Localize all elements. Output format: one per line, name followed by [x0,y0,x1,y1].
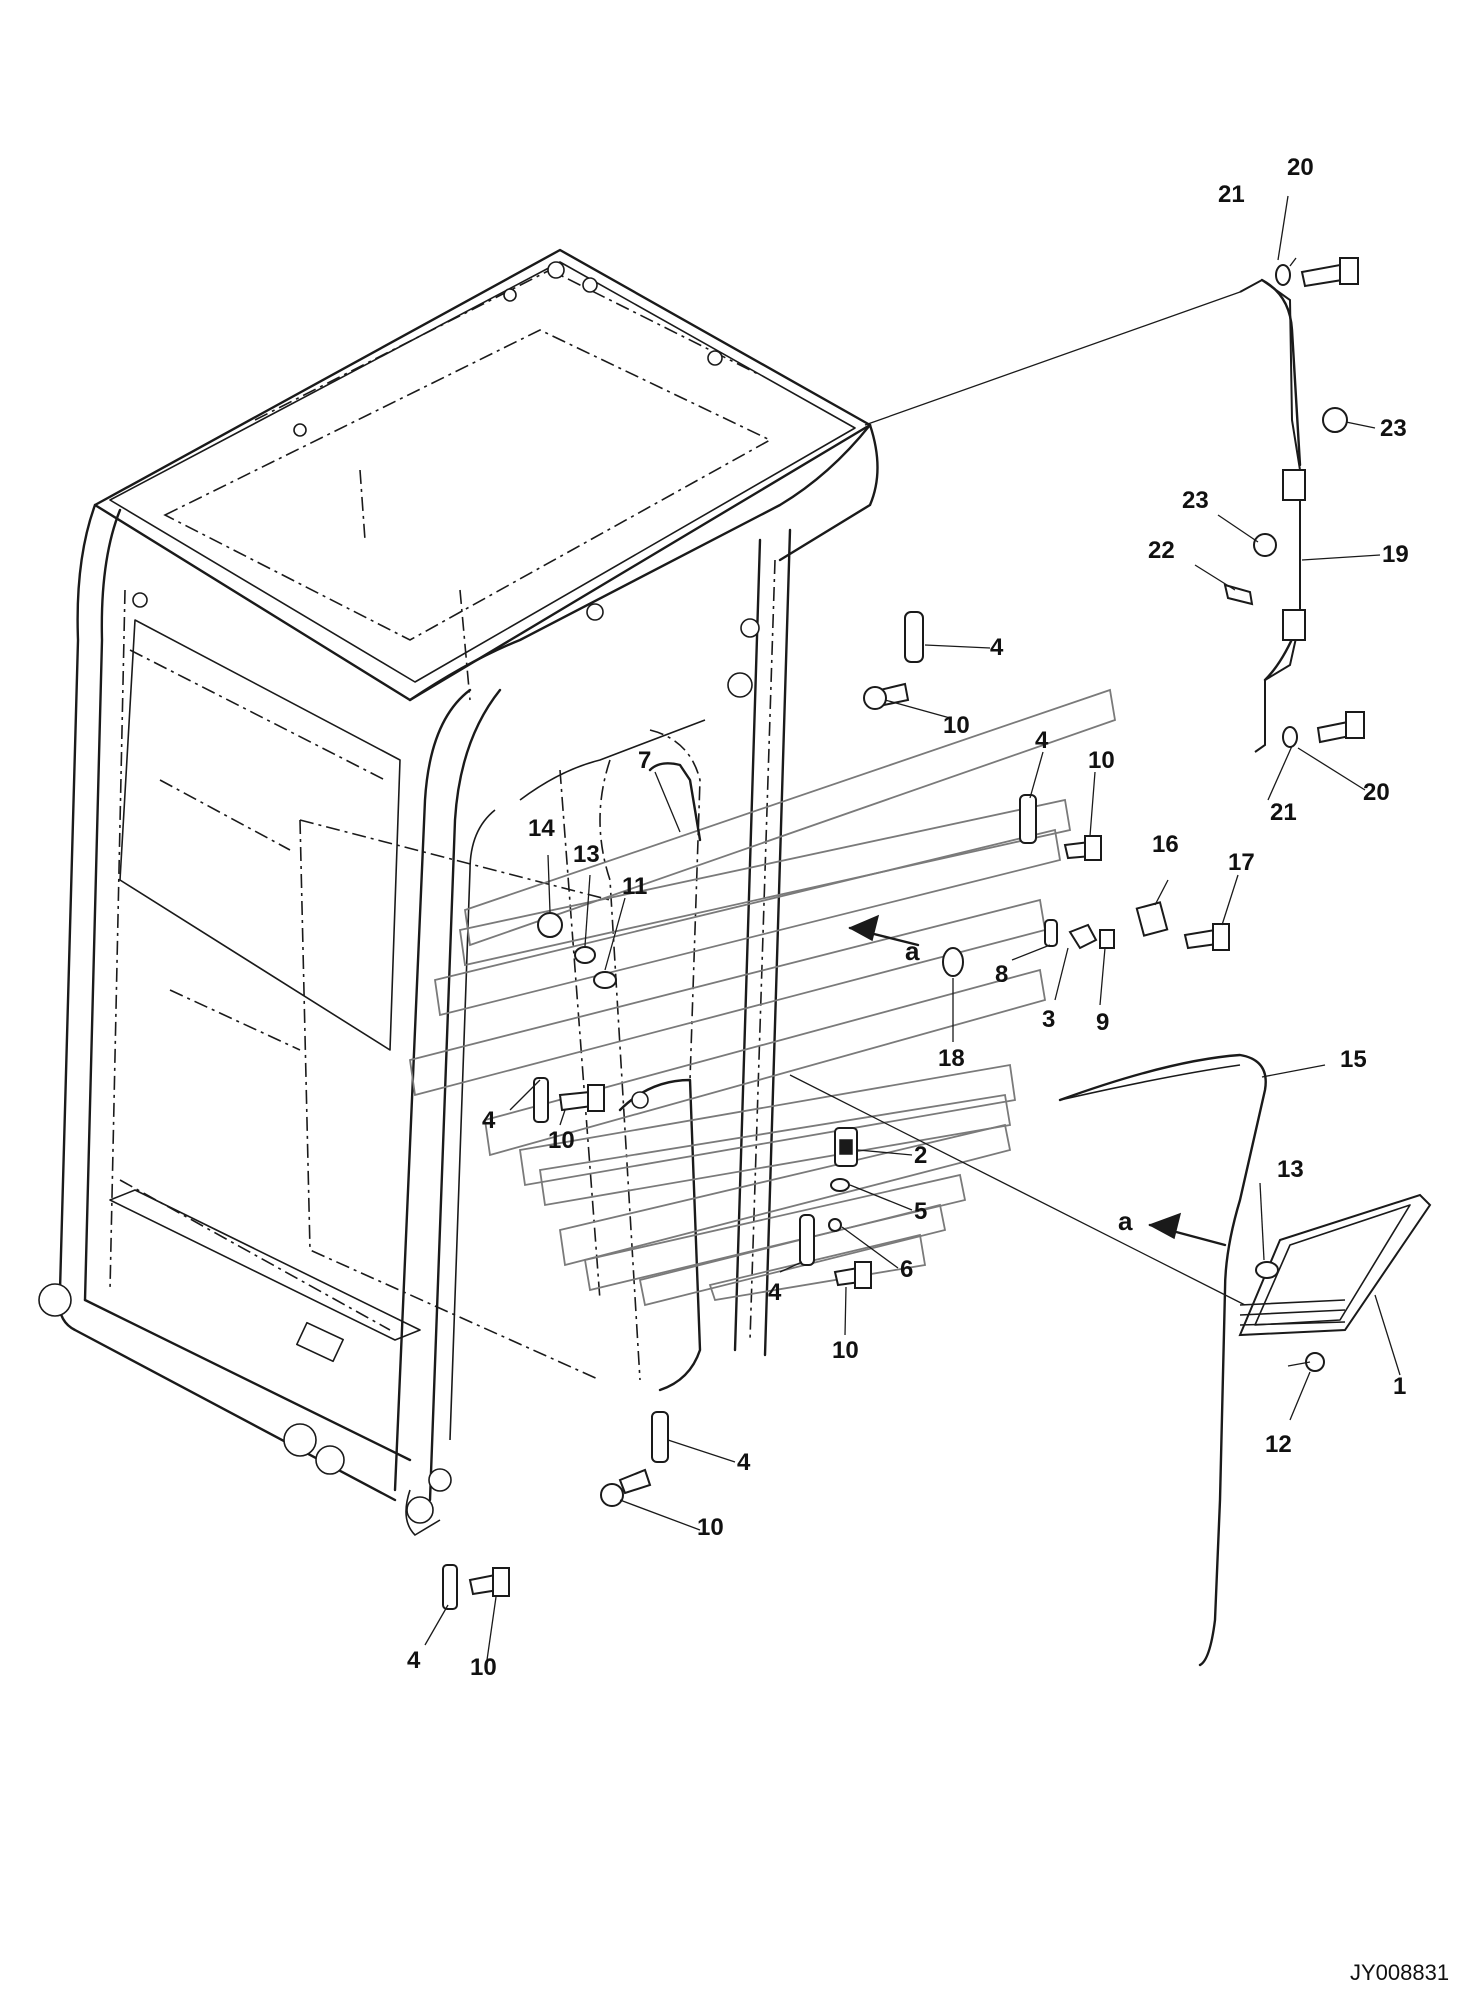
callout-9: 9 [1096,1009,1109,1036]
cab-frame [38,248,879,1536]
callout-10-d: 10 [832,1337,859,1364]
callout-4-a: 4 [990,634,1004,661]
callout-8: 8 [995,961,1008,988]
callout-18: 18 [938,1045,965,1072]
callout-10-a: 10 [943,712,970,739]
view-letter-a-lower: a [1118,1206,1133,1236]
callout-13-b: 13 [1277,1156,1304,1183]
callout-19: 19 [1382,541,1409,568]
callout-11: 11 [622,873,647,900]
callout-22: 22 [1148,537,1175,564]
callout-21-top: 21 [1218,181,1245,208]
callout-23-left: 23 [1182,487,1209,514]
callout-4-b: 4 [1035,727,1049,754]
callout-labels: 20 21 23 23 22 19 4 10 7 4 10 21 20 14 1… [407,154,1409,1681]
callout-10-e: 10 [697,1514,724,1541]
callout-12: 12 [1265,1431,1292,1458]
wiper-glass-parts [789,1053,1432,1667]
callout-leaders [424,195,1401,1661]
callout-4-f: 4 [407,1647,421,1674]
callout-13-a: 13 [573,841,600,868]
door-hinges-and-bolts [442,611,1230,1610]
callout-20-bot: 20 [1363,779,1390,806]
callout-15: 15 [1340,1046,1367,1073]
callout-4-e: 4 [737,1449,751,1476]
callout-16: 16 [1152,831,1179,858]
callout-6: 6 [900,1256,913,1283]
callout-1: 1 [1393,1373,1406,1400]
callout-10-b: 10 [1088,747,1115,774]
callout-3: 3 [1042,1006,1055,1033]
callout-4-c: 4 [482,1107,496,1134]
callout-4-d: 4 [768,1279,782,1306]
drawing-code: JY008831 [1350,1960,1449,1985]
callout-2: 2 [914,1142,927,1169]
handrail-assembly [864,257,1365,753]
view-letter-a-upper: a [905,936,920,966]
callout-23-right: 23 [1380,415,1407,442]
callout-5: 5 [914,1198,927,1225]
callout-10-c: 10 [548,1127,575,1154]
callout-21-bot: 21 [1270,799,1297,826]
callout-7: 7 [638,747,651,774]
exploded-outline-panels [408,688,1117,1307]
callout-14: 14 [528,815,555,842]
callout-20-top: 20 [1287,154,1314,181]
callout-10-f: 10 [470,1654,497,1681]
callout-17: 17 [1228,849,1255,876]
